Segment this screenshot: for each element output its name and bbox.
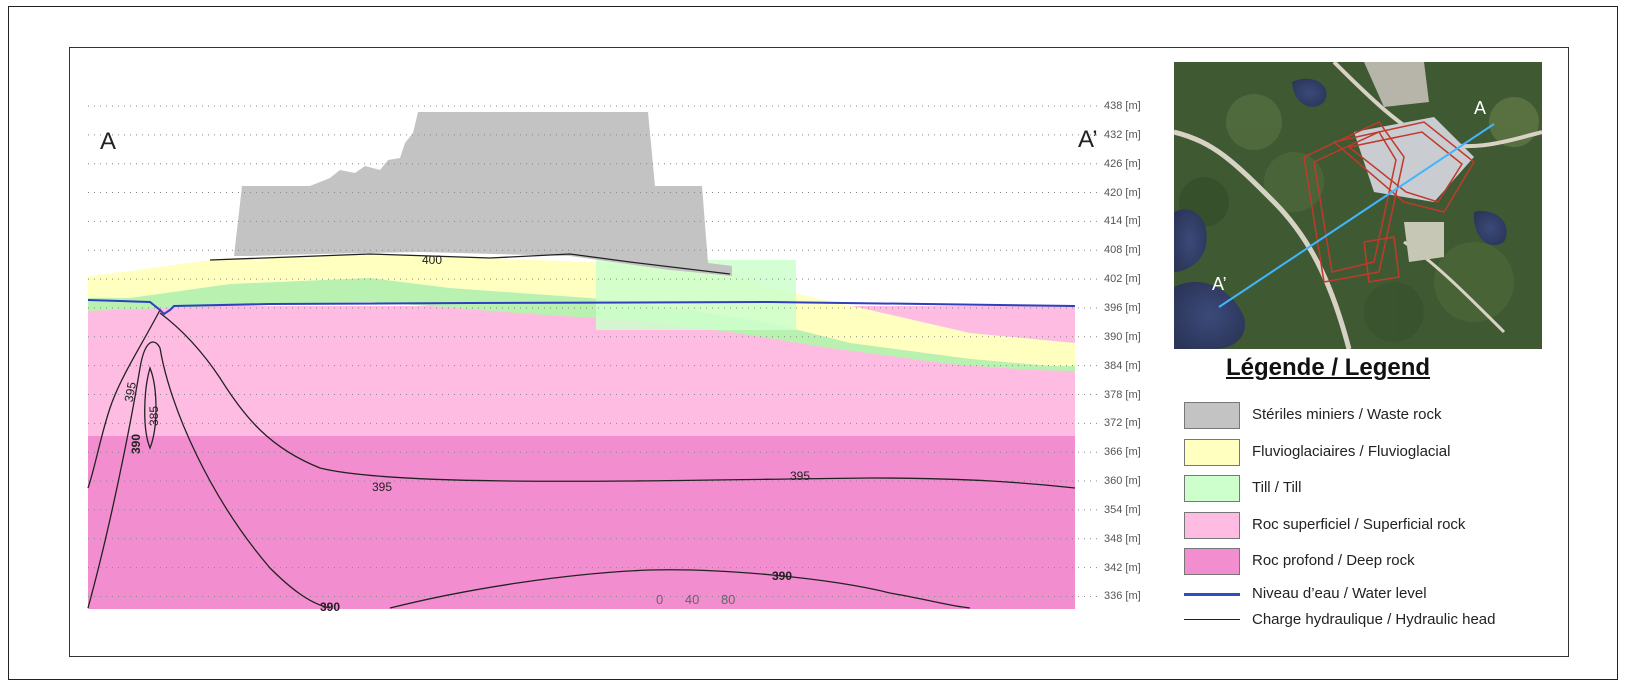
legend-label: Roc profond / Deep rock — [1252, 552, 1415, 569]
lake-shape — [1174, 209, 1207, 272]
legend-item: Roc profond / Deep rock — [1184, 544, 1564, 581]
legend-label: Till / Till — [1252, 479, 1302, 496]
deep-rock-layer — [88, 436, 1075, 609]
legend-label: Niveau d’eau / Water level — [1252, 584, 1427, 602]
section-end-label: A’ — [1078, 126, 1098, 153]
legend-label: Fluvioglaciaires / Fluvioglacial — [1252, 442, 1451, 460]
mine-pit — [1364, 62, 1429, 107]
lake-shape — [1174, 281, 1245, 349]
legend-label: Roc superficiel / Superficial rock — [1252, 515, 1466, 533]
contour-395-inner — [87, 309, 161, 489]
legend-swatch — [1184, 402, 1240, 429]
water-level-line — [87, 299, 1076, 316]
legend-swatch — [1184, 548, 1240, 575]
outer-frame: 400 395 395 395 385 390 390 390 438 [m]4… — [8, 6, 1618, 680]
contour-label: 385 — [147, 406, 161, 426]
cross-section-diagram: 400 395 395 395 385 390 390 390 — [87, 105, 1102, 614]
contour-label: 395 — [122, 381, 139, 403]
legend-line — [1184, 618, 1240, 620]
contour-label: 400 — [422, 253, 442, 267]
contour-385 — [144, 366, 157, 450]
contour-labels: 400 395 395 395 385 390 390 390 — [122, 253, 811, 614]
figure-panel: 400 395 395 395 385 390 390 390 438 [m]4… — [69, 47, 1569, 657]
legend-swatch — [1184, 511, 1240, 539]
legend-label: Charge hydraulique / Hydraulic head — [1252, 610, 1496, 628]
legend-label: Stériles miniers / Waste rock — [1252, 406, 1442, 423]
waste-rock-pile — [234, 112, 732, 276]
contour-390 — [87, 341, 331, 609]
legend-item: Roc superficiel / Superficial rock — [1184, 508, 1564, 545]
contour-label: 390 — [129, 434, 143, 454]
contour-label: 390 — [772, 569, 792, 583]
contour-label: 390 — [320, 600, 340, 614]
map-start-label: A — [1474, 98, 1486, 118]
legend-item: Till / Till — [1184, 471, 1564, 508]
mine-pad — [1404, 222, 1444, 262]
hydraulic-head-contours — [87, 253, 1076, 609]
fluvioglacial-layer — [88, 254, 1075, 366]
legend-item: Fluvioglaciaires / Fluvioglacial — [1184, 435, 1564, 472]
legend-swatch — [1184, 438, 1240, 466]
contour-label: 395 — [372, 480, 392, 494]
legend-title: Légende / Legend — [1226, 354, 1431, 381]
lake-shape — [1292, 78, 1327, 107]
aerial-map: A A’ — [1174, 62, 1542, 349]
contour-label: 395 — [790, 469, 810, 483]
legend-swatch — [1184, 475, 1240, 502]
till-layer — [88, 278, 1075, 371]
map-end-label: A’ — [1212, 274, 1227, 294]
scale-bar-tick: 0 — [656, 592, 664, 607]
legend-item: Stériles miniers / Waste rock — [1184, 398, 1564, 435]
contour-400 — [209, 253, 731, 275]
scale-bar-tick: 40 — [684, 592, 700, 607]
contour-395-outer — [159, 312, 1076, 489]
scale-bar: 0 40 80 — [656, 592, 753, 607]
legend-item: Charge hydraulique / Hydraulic head — [1184, 607, 1564, 633]
lake-shape — [1473, 211, 1507, 246]
scale-bar-tick: 80 — [720, 592, 736, 607]
elevation-gridlines — [88, 105, 1102, 597]
legend-item: Niveau d’eau / Water level — [1184, 581, 1564, 607]
forest-texture — [1179, 94, 1539, 342]
section-start-label: A — [100, 128, 117, 155]
section-line — [1218, 123, 1495, 308]
road — [1174, 129, 1352, 349]
legend-line — [1184, 592, 1240, 596]
contour-390-bottom — [389, 569, 971, 609]
